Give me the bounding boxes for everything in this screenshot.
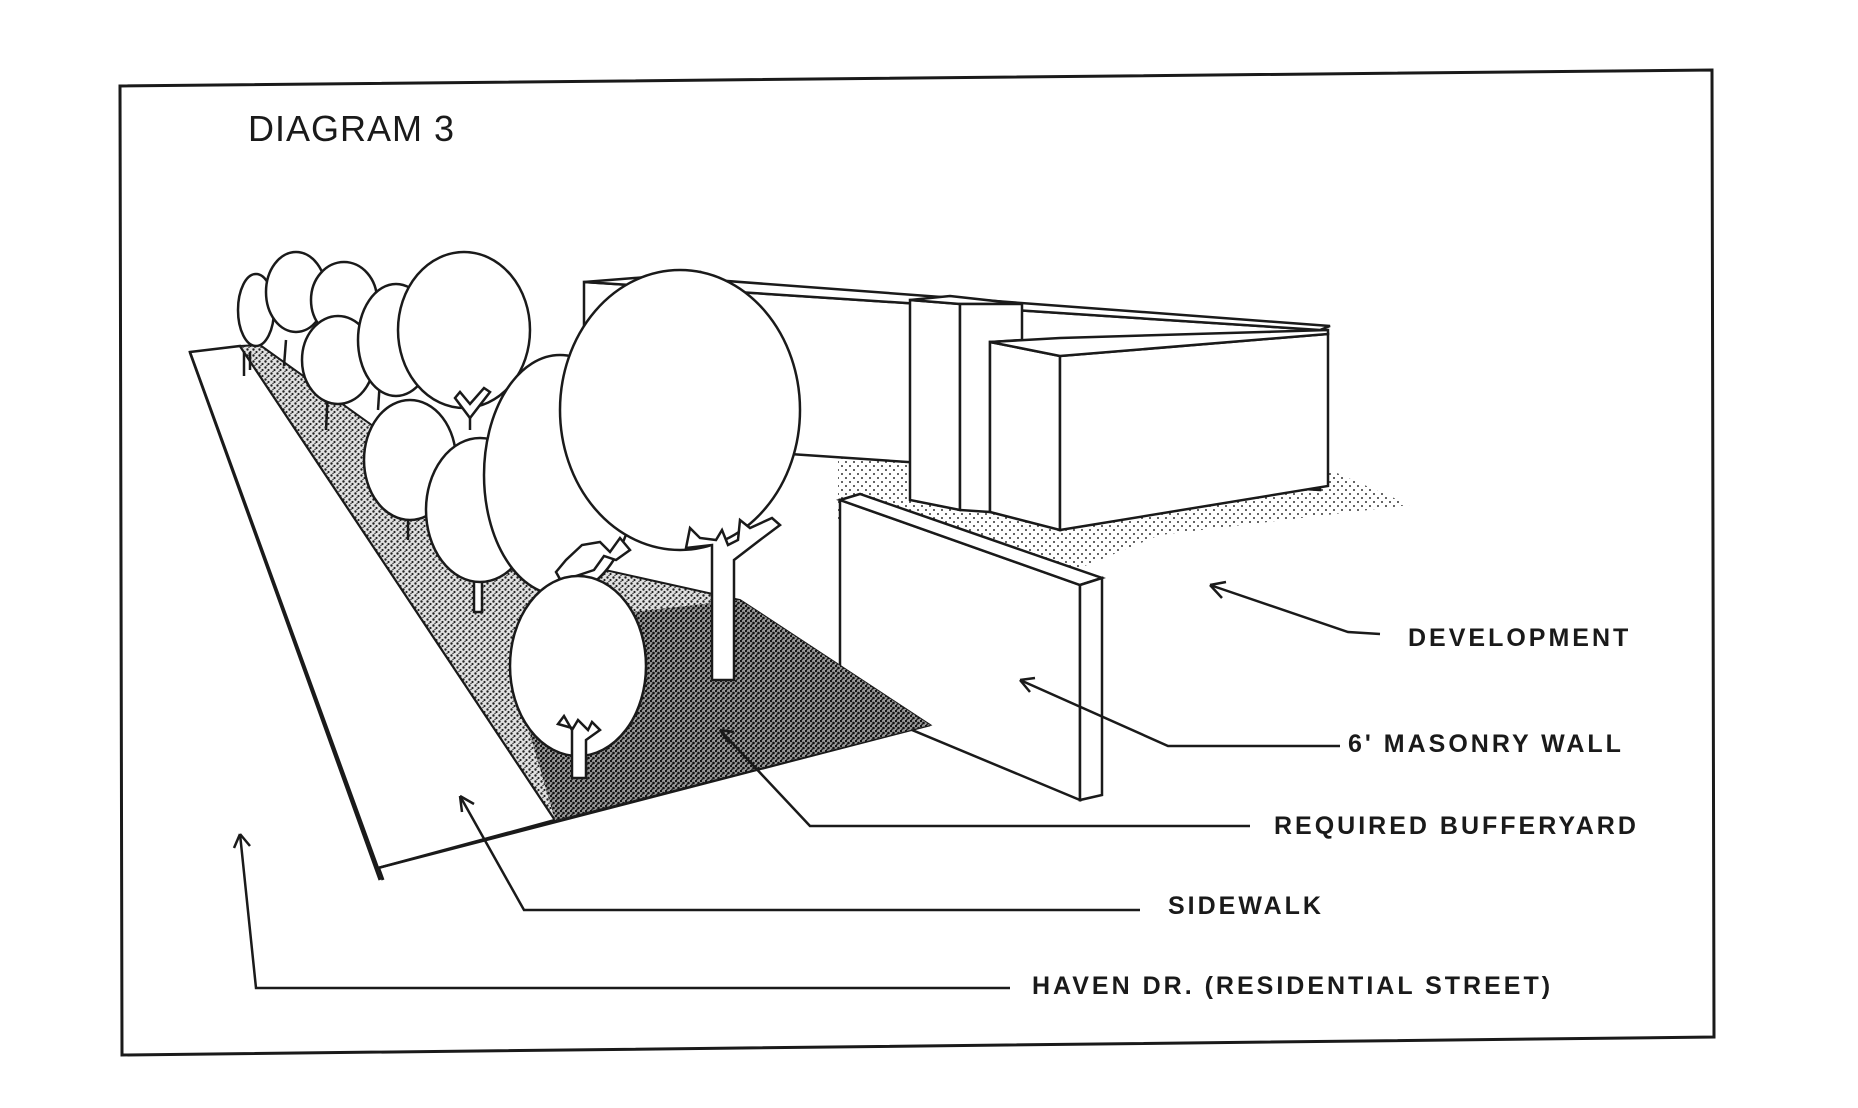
diagram-frame [118, 68, 1716, 1057]
label-development: DEVELOPMENT [1408, 624, 1631, 652]
development-building [582, 270, 1331, 532]
tree-front [508, 574, 648, 780]
tree-far-2 [264, 250, 328, 367]
tree-large-2 [558, 268, 802, 682]
label-bufferyard: REQUIRED BUFFERYARD [1274, 812, 1639, 840]
label-masonry-wall: 6' MASONRY WALL [1348, 730, 1624, 758]
leaders [232, 580, 1381, 990]
tree-row [236, 250, 802, 780]
tree-mid-3 [396, 250, 532, 430]
label-sidewalk: SIDEWALK [1168, 892, 1324, 920]
label-street: HAVEN DR. (RESIDENTIAL STREET) [1032, 972, 1553, 1000]
diagram-title: DIAGRAM 3 [248, 108, 455, 149]
